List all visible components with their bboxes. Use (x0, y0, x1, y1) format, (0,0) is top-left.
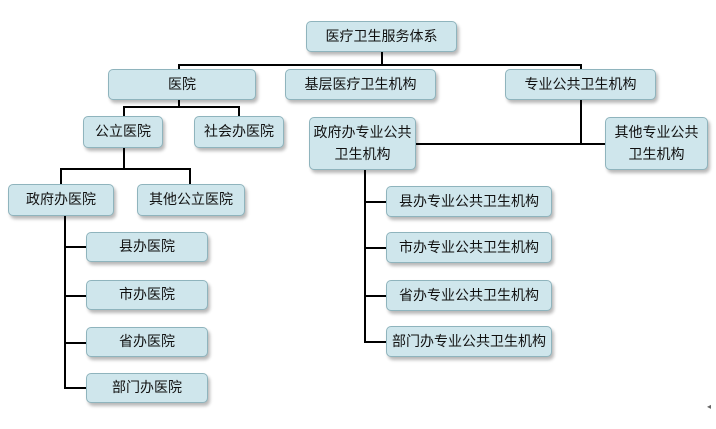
node-government-hospital: 政府办医院 (8, 184, 114, 216)
node-county-hospital: 县办医院 (86, 232, 208, 262)
connector (364, 295, 386, 297)
connector (123, 106, 240, 108)
connector (189, 168, 191, 184)
connector (178, 64, 180, 72)
connector (178, 64, 581, 66)
connector (64, 216, 66, 389)
connector (178, 100, 180, 108)
connector (580, 100, 582, 145)
connector (60, 168, 191, 170)
connector (123, 106, 125, 116)
node-city-hospital: 市办医院 (86, 280, 208, 310)
node-public-hospital: 公立医院 (83, 116, 163, 148)
node-label-line: 其他专业公共 (614, 124, 699, 141)
node-province-hospital: 省办医院 (86, 327, 208, 357)
node-other-public-hospital: 其他公立医院 (137, 184, 245, 216)
node-county-public-health: 县办专业公共卫生机构 (386, 186, 552, 217)
connector (64, 295, 86, 297)
node-root: 医疗卫生服务体系 (306, 21, 457, 52)
node-province-public-health: 省办专业公共卫生机构 (386, 280, 552, 311)
node-government-public-health: 政府办专业公共 卫生机构 (309, 117, 416, 170)
node-department-hospital: 部门办医院 (86, 373, 208, 403)
node-social-hospital: 社会办医院 (194, 116, 284, 148)
connector (60, 168, 62, 184)
node-hospital: 医院 (108, 69, 256, 100)
node-department-public-health: 部门办专业公共卫生机构 (386, 326, 552, 357)
node-city-public-health: 市办专业公共卫生机构 (386, 232, 552, 263)
node-label-line: 政府办专业公共 (313, 124, 412, 141)
connector (364, 170, 366, 343)
connector (416, 143, 605, 145)
corner-marker-icon: ◂ (707, 402, 712, 411)
connector (364, 341, 386, 343)
node-other-public-health: 其他专业公共 卫生机构 (605, 117, 708, 170)
node-label-line: 卫生机构 (334, 146, 391, 163)
connector (64, 342, 86, 344)
connector (123, 148, 125, 170)
connector (364, 201, 386, 203)
node-label-line: 卫生机构 (628, 146, 685, 163)
connector (238, 106, 240, 116)
connector (381, 50, 383, 66)
node-grassroots: 基层医疗卫生机构 (285, 69, 436, 100)
connector (64, 387, 86, 389)
connector (64, 246, 86, 248)
node-public-health: 专业公共卫生机构 (505, 69, 656, 100)
connector (580, 64, 582, 72)
connector (364, 247, 386, 249)
